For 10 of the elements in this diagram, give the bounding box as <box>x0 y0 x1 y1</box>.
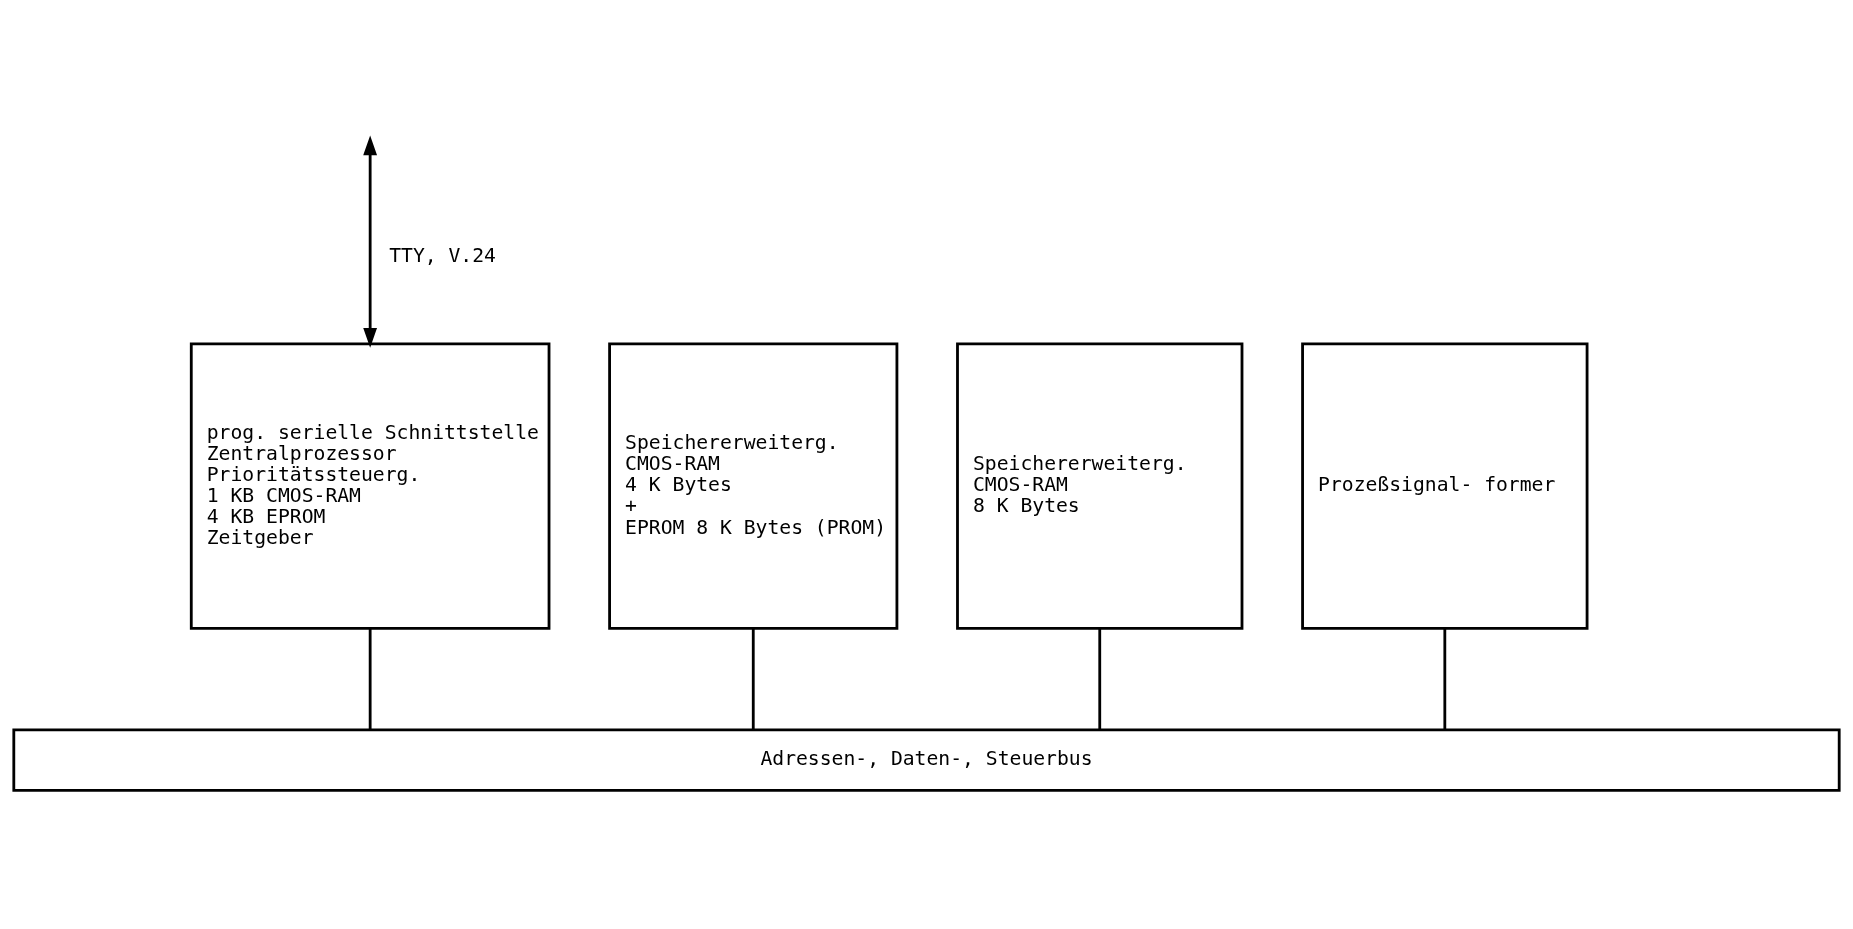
node-box: prog. serielle Schnittstelle Zentralprozessor Prioritätssteuerg. 1 KB CMOS-RAM 4 KB EPROM Zeitgeber <box>189 342 551 630</box>
connector <box>751 628 755 730</box>
node-box: Prozeßsignal- former <box>1301 342 1589 630</box>
connector <box>1098 628 1102 730</box>
connector <box>368 628 372 730</box>
node-box: Speichererweiterg. CMOS-RAM 8 K Bytes <box>956 342 1244 630</box>
connector <box>1443 628 1447 730</box>
edge-label: TTY, V.24 <box>389 244 496 268</box>
node-box: Speichererweiterg. CMOS-RAM 4 K Bytes + EPROM 8 K Bytes (PROM) <box>608 342 899 630</box>
node-box: Adressen-, Daten-, Steuerbus <box>12 728 1841 792</box>
